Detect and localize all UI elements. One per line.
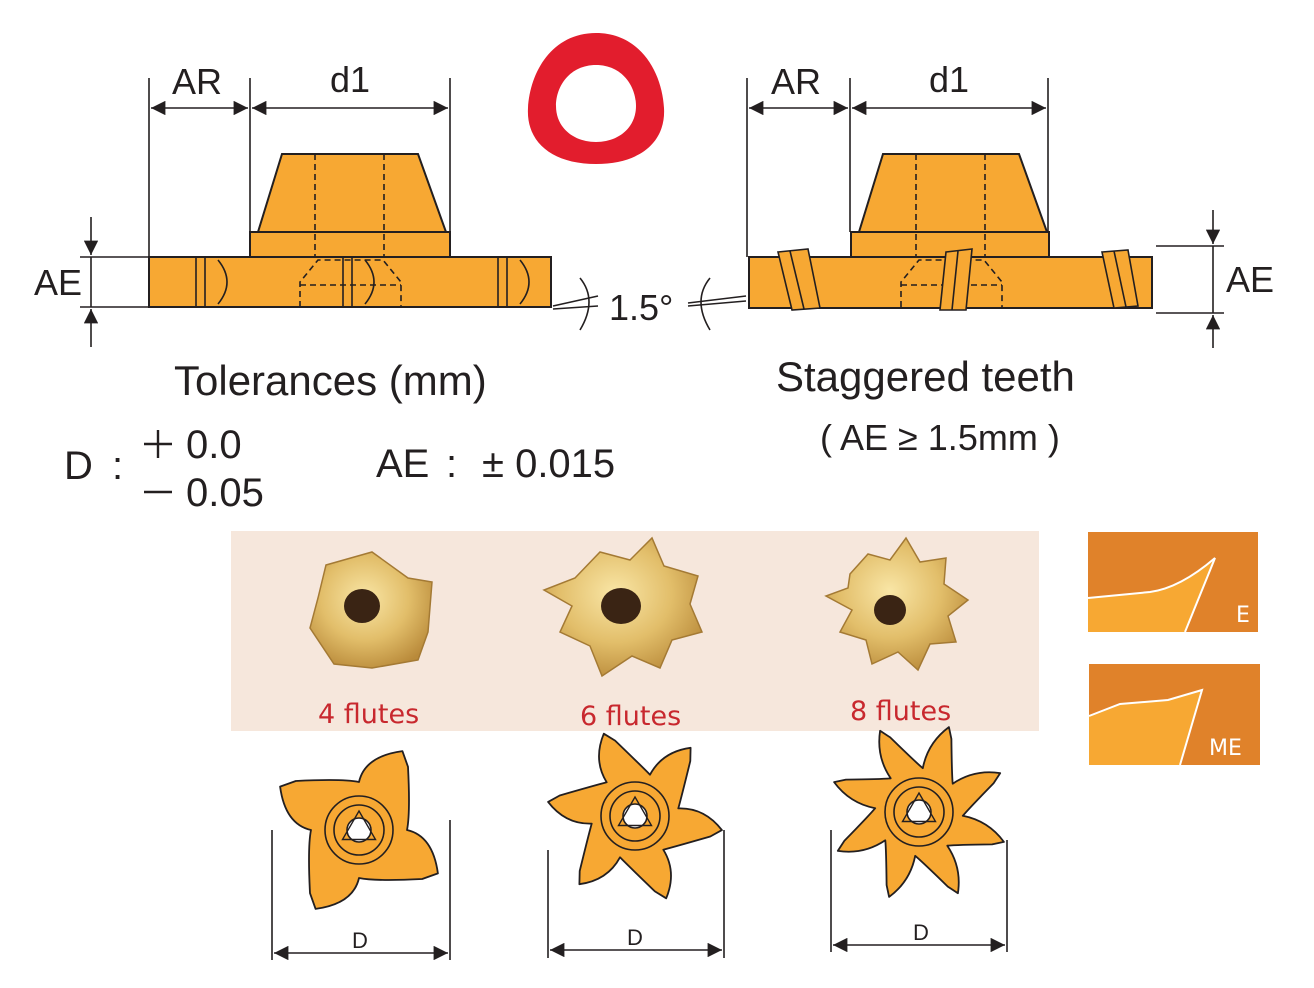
tolerance-d-label: D bbox=[64, 444, 93, 488]
cutter-ring-4-0 bbox=[324, 795, 394, 865]
profile-e bbox=[1087, 532, 1258, 633]
d-marker-6: D bbox=[627, 925, 643, 950]
d-marker-4: D bbox=[352, 928, 368, 953]
photo-8-flutes bbox=[824, 536, 970, 672]
left-d1-label: d1 bbox=[330, 59, 371, 100]
right-dimension-lines bbox=[746, 78, 1224, 348]
left-ar-label: AR bbox=[172, 61, 223, 102]
cutter-ring-4-1 bbox=[333, 804, 385, 856]
cutter-triangle-8 bbox=[901, 791, 937, 823]
tolerance-ae-colon: : bbox=[446, 442, 458, 486]
cutter-ring-8-2 bbox=[906, 799, 932, 825]
photo-4-flutes bbox=[309, 551, 433, 669]
left-ae-label: AE bbox=[34, 262, 83, 303]
angle-marker bbox=[552, 277, 747, 331]
left-insert-body bbox=[148, 256, 552, 308]
d-dimension-lines bbox=[271, 820, 1008, 961]
cutter-ring-6-0 bbox=[600, 781, 670, 851]
d-marker-8: D bbox=[913, 920, 929, 945]
tolerance-d-minus: 0.05 bbox=[186, 471, 264, 515]
profile-me-label: ME bbox=[1209, 736, 1242, 761]
tolerance-ae-label: AE bbox=[376, 442, 430, 486]
tolerance-d-plus: 0.0 bbox=[186, 423, 242, 467]
flute-label-8: 8 flutes bbox=[850, 696, 952, 727]
cutter-triangle-6 bbox=[617, 795, 653, 827]
cutter-ring-6-2 bbox=[622, 803, 648, 829]
cutter-ring-8-0 bbox=[884, 777, 954, 847]
staggered-heading: Staggered teeth bbox=[776, 353, 1075, 400]
profile-me bbox=[1088, 664, 1260, 766]
cutter-triangle-4 bbox=[341, 809, 377, 841]
left-insert-cone bbox=[256, 153, 448, 233]
profile-e-label: E bbox=[1236, 603, 1250, 628]
right-insert-cone bbox=[857, 153, 1049, 233]
tolerance-symbols bbox=[144, 430, 172, 494]
photo-6-flutes bbox=[542, 536, 704, 678]
left-side-view bbox=[148, 153, 552, 308]
angle-label: 1.5° bbox=[609, 287, 674, 328]
cutter-ring-6-1 bbox=[609, 790, 661, 842]
right-ae-label: AE bbox=[1226, 259, 1275, 300]
trigon-logo bbox=[527, 33, 665, 164]
flute-label-6: 6 flutes bbox=[580, 701, 682, 732]
tolerance-ae-value: ± 0.015 bbox=[482, 442, 616, 486]
right-ar-label: AR bbox=[771, 61, 822, 102]
right-side-view bbox=[748, 153, 1153, 311]
left-dimension-lines bbox=[80, 78, 451, 347]
flute-label-4: 4 flutes bbox=[318, 699, 420, 730]
tolerance-d-colon: : bbox=[112, 444, 124, 488]
staggered-note: ( AE ≥ 1.5mm ) bbox=[820, 417, 1060, 458]
cutter-ring-8-1 bbox=[893, 786, 945, 838]
right-d1-label: d1 bbox=[929, 59, 970, 100]
cutter-ring-4-2 bbox=[346, 817, 372, 843]
tolerances-heading: Tolerances (mm) bbox=[174, 357, 487, 404]
flute-drawings bbox=[279, 726, 1005, 910]
left-insert-collar bbox=[249, 231, 451, 258]
